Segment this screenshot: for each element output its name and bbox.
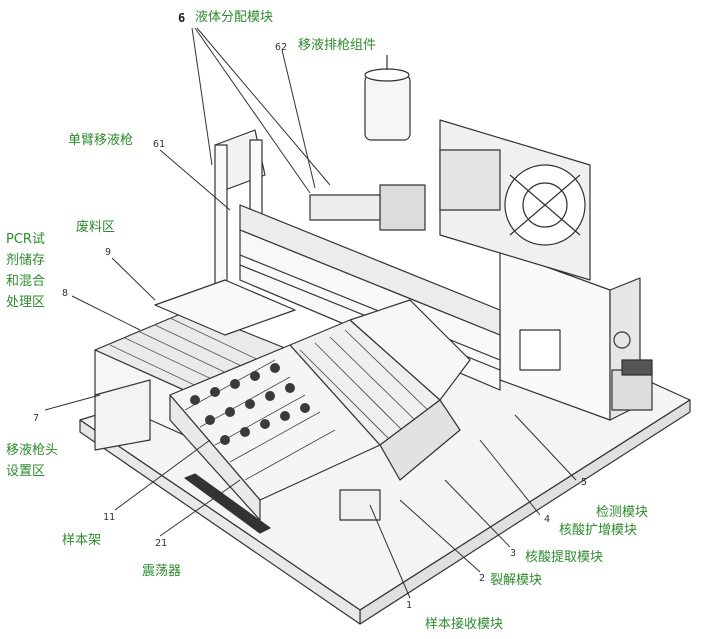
label-pipette-row: 移液排枪组件 <box>298 38 377 53</box>
label-lysis: 裂解模块 <box>490 573 543 588</box>
label-detection: 检测模块 <box>596 505 649 520</box>
right-motor <box>611 369 653 411</box>
callout-number-62: 62 <box>275 42 288 53</box>
label-sample-rack: 样本架 <box>62 533 102 548</box>
tip-holder <box>94 379 151 451</box>
callout-number-3: 3 <box>510 548 517 559</box>
callout-number-11: 11 <box>103 512 116 523</box>
label-receive: 样本接收模块 <box>425 617 504 632</box>
label-tip-line-2: 设置区 <box>6 464 46 479</box>
label-amplify: 核酸扩增模块 <box>559 523 638 538</box>
callout-number-6: 6 <box>178 11 186 25</box>
label-tip-line-1: 移液枪头 <box>6 443 59 458</box>
extract-module <box>349 299 471 401</box>
callout-number-61: 61 <box>153 139 166 150</box>
pipette-head <box>379 184 426 231</box>
label-pcr-line-1: PCR试 <box>6 232 45 247</box>
label-extract: 核酸提取模块 <box>525 550 604 565</box>
label-oscillator: 震荡器 <box>142 564 182 579</box>
label-pcr-area: PCR试 剂储存 和混合 处理区 <box>6 229 66 313</box>
callout-number-9: 9 <box>105 247 112 258</box>
waste-box <box>154 279 296 336</box>
label-waste: 废料区 <box>76 220 116 235</box>
label-liquid-module: 液体分配模块 <box>195 10 274 25</box>
oscillator-bar <box>184 473 271 534</box>
label-single-arm: 单臂移液枪 <box>68 133 134 148</box>
callout-number-7: 7 <box>33 413 40 424</box>
label-pcr-line-2: 剂储存 <box>6 253 46 268</box>
label-tip-area: 移液枪头 设置区 <box>6 440 86 482</box>
label-pcr-line-4: 处理区 <box>6 295 46 310</box>
label-pcr-line-3: 和混合 <box>6 274 46 289</box>
callout-number-8: 8 <box>62 288 69 299</box>
top-motor <box>364 74 411 141</box>
callout-number-4: 4 <box>544 514 551 525</box>
leader-lines <box>44 27 577 599</box>
callout-number-1: 1 <box>406 600 413 611</box>
callout-number-5: 5 <box>581 477 588 488</box>
callout-number-21: 21 <box>155 538 168 549</box>
callout-number-2: 2 <box>479 573 486 584</box>
